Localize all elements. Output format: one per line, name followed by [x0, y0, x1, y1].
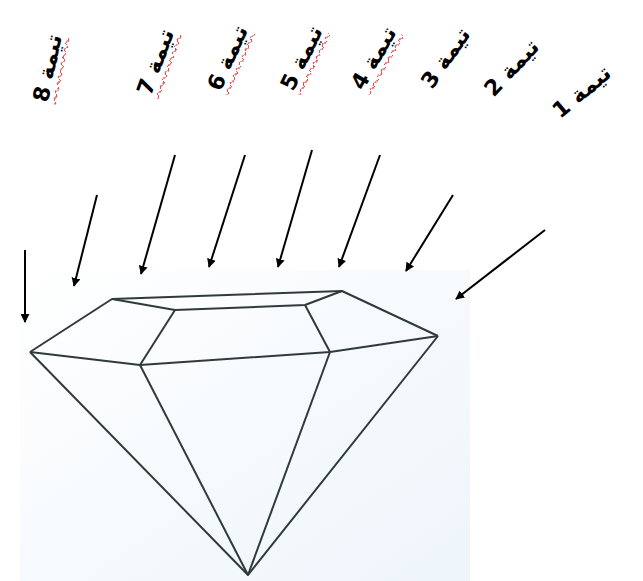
- theme-label: تيمة 7: [131, 24, 181, 101]
- theme-label: تيمة 4: [344, 20, 403, 96]
- theme-label: تيمة 8: [28, 30, 69, 106]
- background-tint: [20, 270, 470, 581]
- leader-arrows: [25, 150, 545, 322]
- theme-label: تيمة 1: [546, 59, 618, 126]
- theme-label: تيمة 5: [274, 20, 329, 97]
- theme-label: تيمة 6: [201, 20, 255, 97]
- diamond-outline: [30, 291, 438, 575]
- theme-label: تيمة 3: [414, 21, 477, 95]
- theme-label: تيمة 2: [478, 33, 547, 104]
